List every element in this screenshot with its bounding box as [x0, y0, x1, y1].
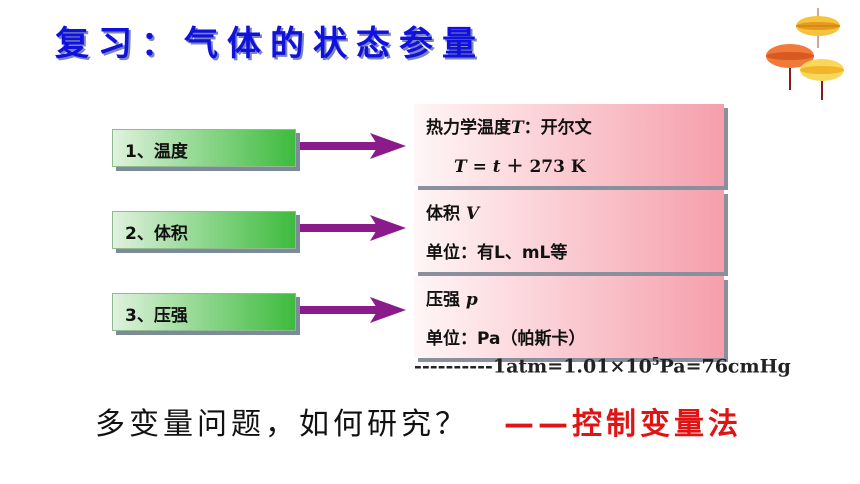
temperature-detail-box: 热力学温度T：开尔文 T = t ＋ 273 K — [414, 104, 724, 186]
param-label: 1、温度 — [125, 142, 188, 162]
unit-line: 单位：有L、mL等 — [426, 243, 568, 263]
right-arrow-icon — [300, 215, 406, 241]
right-arrow-icon — [300, 133, 406, 159]
pressure-detail-box: 压强 p 单位：Pa（帕斯卡） — [414, 276, 724, 358]
param-volume-box: 2、体积 — [112, 211, 296, 249]
answer-text: ——控制变量法 — [504, 407, 742, 442]
question-text: 多变量问题，如何研究？ — [95, 407, 469, 442]
volume-detail-box: 体积 V 单位：有L、mL等 — [414, 190, 724, 272]
pressure-conversion-note: ----------1atm=1.01×105Pa=76cmHg — [414, 355, 791, 378]
param-temperature-box: 1、温度 — [112, 129, 296, 167]
slide-title: 复习：气体的状态参量 — [55, 24, 485, 64]
param-pressure-box: 3、压强 — [112, 293, 296, 331]
detail-line: 体积 V — [426, 204, 480, 224]
lantern-decoration-icon — [766, 8, 844, 100]
detail-line: 热力学温度T：开尔文 — [426, 118, 592, 138]
param-label: 3、压强 — [125, 306, 188, 326]
unit-line: 单位：Pa（帕斯卡） — [426, 329, 586, 349]
temperature-formula: T = t ＋ 273 K — [454, 157, 586, 177]
detail-line: 压强 p — [426, 290, 478, 310]
param-label: 2、体积 — [125, 224, 188, 244]
right-arrow-icon — [300, 297, 406, 323]
